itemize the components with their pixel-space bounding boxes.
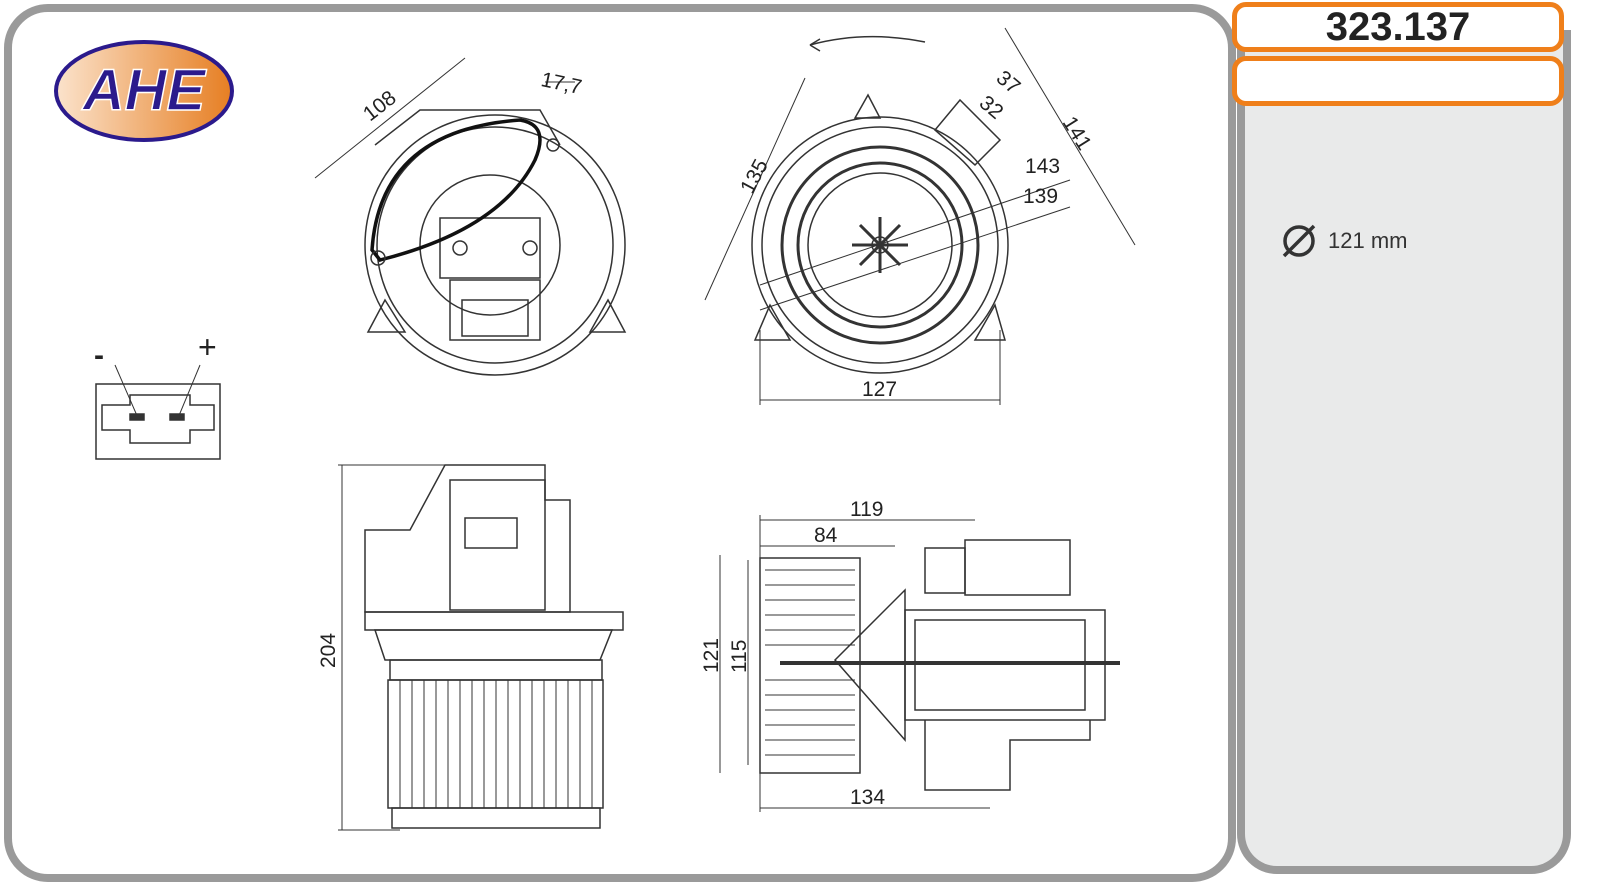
diameter-spec: 121 mm bbox=[1280, 222, 1407, 260]
diameter-icon bbox=[1282, 224, 1316, 258]
ahe-logo: AHE bbox=[54, 40, 234, 142]
spec-panel bbox=[1237, 30, 1571, 874]
dim-115: 115 bbox=[728, 640, 751, 673]
dim-108: 108 bbox=[359, 86, 401, 126]
dim-143: 143 bbox=[1025, 155, 1060, 178]
dim-127: 127 bbox=[862, 378, 897, 401]
technical-drawing: 108 17,7 135 37 32 141 143 139 127 - + 2… bbox=[94, 27, 1136, 831]
dim-121: 121 bbox=[700, 638, 723, 673]
svg-text:AHE: AHE bbox=[81, 58, 208, 123]
dim-119: 119 bbox=[850, 498, 883, 521]
connector-pinout bbox=[95, 364, 221, 460]
section-view bbox=[719, 515, 1120, 812]
dim-84: 84 bbox=[814, 524, 838, 547]
dim-141: 141 bbox=[1058, 112, 1096, 154]
connector-plus-label: + bbox=[198, 329, 217, 365]
diameter-value: 121 mm bbox=[1328, 228, 1408, 253]
top-view-connector-side bbox=[314, 57, 627, 376]
dim-37: 37 bbox=[992, 66, 1025, 99]
dim-139: 139 bbox=[1023, 185, 1058, 208]
drawing-frame bbox=[4, 4, 1236, 882]
top-view-fan-side bbox=[704, 27, 1136, 405]
side-view bbox=[338, 464, 624, 831]
secondary-field bbox=[1232, 56, 1564, 106]
connector-minus-label: - bbox=[94, 339, 104, 372]
dim-17-7: 17,7 bbox=[539, 68, 584, 99]
part-number: 323.137 bbox=[1232, 2, 1564, 52]
dim-204: 204 bbox=[317, 633, 340, 668]
dim-134: 134 bbox=[850, 786, 885, 809]
